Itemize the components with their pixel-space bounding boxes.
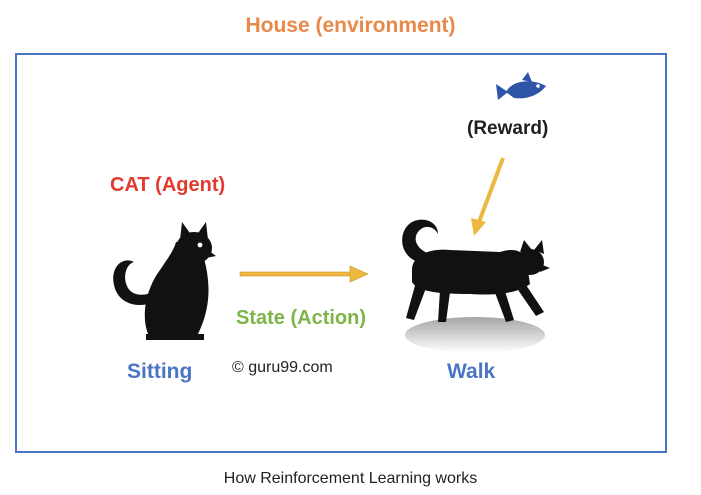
environment-box xyxy=(15,53,667,453)
walking-cat-icon xyxy=(402,219,550,322)
reward-label: (Reward) xyxy=(467,118,549,139)
sitting-label: Sitting xyxy=(127,360,193,383)
figure-caption: How Reinforcement Learning works xyxy=(223,470,478,487)
diagram-title: House (environment) xyxy=(245,14,456,37)
fish-icon xyxy=(496,72,546,100)
copyright-text: © guru99.com xyxy=(232,359,333,376)
agent-label: CAT (Agent) xyxy=(110,174,226,196)
cat-reflection xyxy=(405,317,545,353)
arrow-icon xyxy=(239,265,369,283)
sitting-cat-icon xyxy=(113,222,216,340)
walk-label: Walk xyxy=(447,360,496,383)
reward-arrow-icon xyxy=(471,157,505,236)
state-action-label: State (Action) xyxy=(236,307,366,329)
